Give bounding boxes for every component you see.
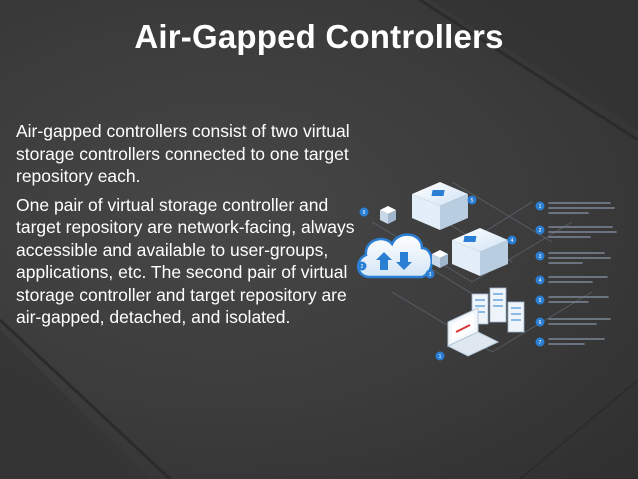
legend-item-5: 5 — [535, 295, 545, 305]
marker-5: 5 — [467, 195, 477, 205]
svg-text:2: 2 — [539, 228, 542, 234]
legend-list: 1 2 3 4 5 6 7 — [535, 201, 545, 347]
svg-text:6: 6 — [363, 210, 366, 216]
rack-servers-icon — [471, 287, 525, 333]
marker-2: 2 — [357, 261, 367, 271]
svg-text:1: 1 — [439, 354, 442, 360]
server-icon-middle — [452, 228, 508, 276]
svg-text:7: 7 — [539, 340, 542, 346]
svg-text:5: 5 — [539, 298, 542, 304]
body-text: Air-gapped controllers consist of two vi… — [16, 120, 366, 335]
network-storage-illustration: 5 6 4 2 3 1 1 — [357, 182, 617, 361]
marker-4: 4 — [507, 235, 517, 245]
paragraph-details: One pair of virtual storage controller a… — [16, 194, 355, 328]
svg-text:3: 3 — [429, 272, 432, 278]
server-icon-top — [412, 182, 468, 230]
slide-title: Air-Gapped Controllers — [134, 18, 504, 55]
legend-item-1: 1 — [535, 201, 545, 211]
cube-icon-right — [432, 250, 448, 268]
svg-text:6: 6 — [539, 320, 542, 326]
svg-text:3: 3 — [539, 254, 542, 260]
paragraph-intro: Air-gapped controllers consist of two vi… — [16, 121, 350, 186]
svg-text:4: 4 — [539, 278, 542, 284]
marker-3: 3 — [425, 269, 435, 279]
legend-item-7: 7 — [535, 337, 545, 347]
marker-6: 6 — [359, 207, 369, 217]
legend-item-4: 4 — [535, 275, 545, 285]
legend-item-6: 6 — [535, 317, 545, 327]
legend-placeholder-lines — [548, 202, 617, 345]
cloud-icon — [357, 233, 433, 279]
laptop-icon — [446, 307, 500, 357]
legend-item-3: 3 — [535, 251, 545, 261]
svg-text:1: 1 — [539, 204, 542, 210]
svg-text:5: 5 — [471, 198, 474, 204]
legend-item-2: 2 — [535, 225, 545, 235]
cube-icon-left — [380, 206, 396, 224]
marker-1: 1 — [435, 351, 445, 361]
svg-text:2: 2 — [361, 264, 364, 270]
svg-text:4: 4 — [511, 238, 514, 244]
